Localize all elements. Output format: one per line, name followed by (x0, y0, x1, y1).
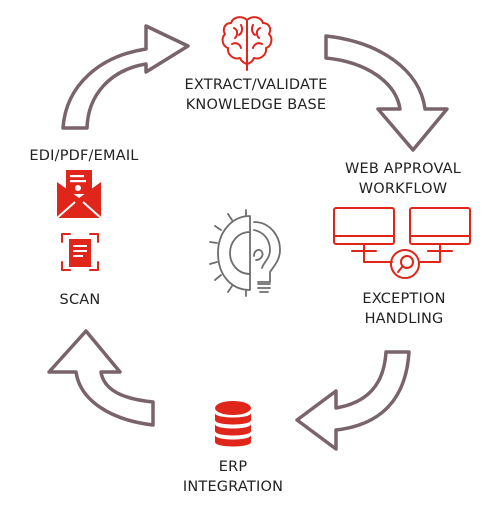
arrow-erp-to-scan (47, 329, 155, 427)
monitor-icon (333, 207, 395, 252)
monitor-icon (409, 207, 471, 252)
exception-label-line2: HANDLING (364, 311, 444, 327)
approval-label-line2: WORKFLOW (358, 181, 448, 197)
database-icon (215, 401, 251, 447)
approval-label: WEB APPROVAL WORKFLOW (322, 159, 484, 199)
input-label: EDI/PDF/EMAIL (29, 148, 139, 164)
erp-label-line2: INTEGRATION (182, 479, 284, 495)
exception-label: EXCEPTION HANDLING (334, 289, 474, 329)
erp-label: ERP INTEGRATION (160, 457, 306, 497)
exception-label-line1: EXCEPTION (362, 291, 446, 307)
arrow-extract-to-approval (324, 34, 449, 152)
extract-label-line1: EXTRACT/VALIDATE (184, 77, 328, 93)
brain-icon (221, 16, 273, 71)
scan-document-icon (61, 233, 99, 271)
extract-label: EXTRACT/VALIDATE KNOWLEDGE BASE (166, 75, 346, 115)
extract-label-line2: KNOWLEDGE BASE (185, 97, 327, 113)
approval-label-line1: WEB APPROVAL (344, 161, 462, 177)
scan-label: SCAN (59, 292, 101, 308)
envelope-document-icon (56, 170, 102, 219)
gear-lightbulb-icon (209, 209, 281, 297)
arrow-exception-to-erp (295, 350, 411, 451)
arrow-scan-to-extract (61, 24, 190, 130)
erp-label-line1: ERP (218, 459, 248, 475)
magnifier-icon (363, 249, 441, 279)
